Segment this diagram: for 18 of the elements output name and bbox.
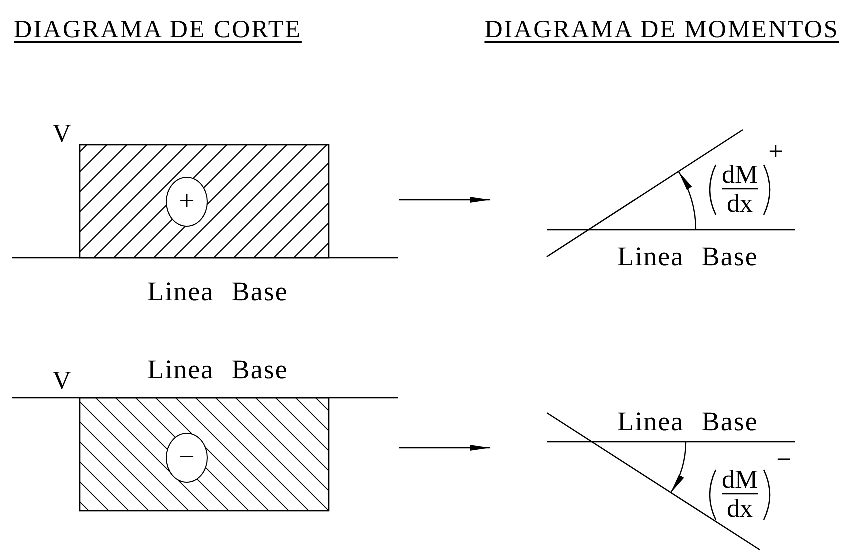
sign-label: − (776, 447, 792, 473)
arrow (399, 445, 490, 451)
axis-label: V (52, 368, 72, 394)
sign-symbol: + (179, 188, 195, 216)
baseline-label: Linea Base (618, 408, 758, 436)
sign-symbol: − (179, 444, 195, 472)
baseline-label: Linea Base (618, 244, 758, 270)
baseline-label: Linea Base (148, 278, 288, 306)
diagram-heading: DIAGRAMA DE CORTE (14, 18, 302, 42)
arrow (399, 197, 490, 203)
sign-label: + (768, 139, 784, 165)
axis-label: V (52, 121, 72, 147)
derivative-term: dM (722, 467, 758, 493)
derivative-term: dx (727, 496, 753, 522)
derivative-term: dM (722, 162, 758, 188)
diagram-heading: DIAGRAMA DE MOMENTOS (484, 18, 840, 42)
derivative-term: dx (727, 191, 753, 217)
baseline-label: Linea Base (148, 356, 288, 384)
